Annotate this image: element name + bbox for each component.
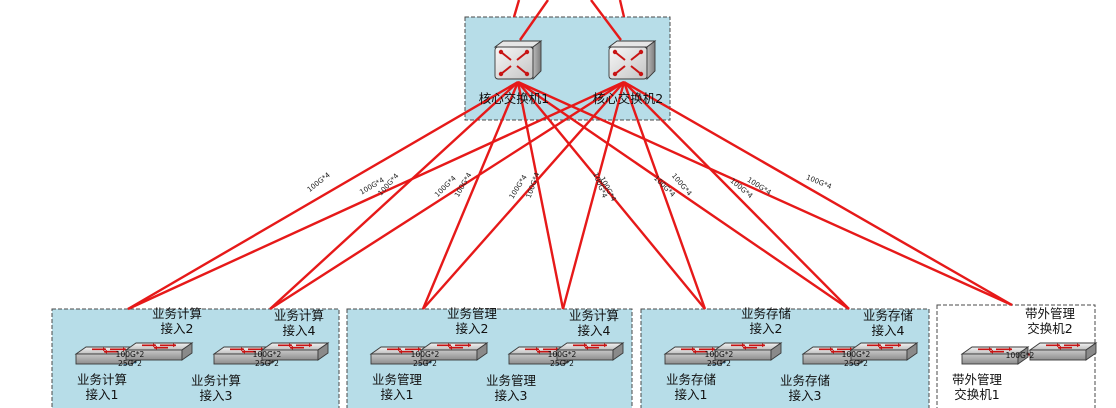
access-switch-4-icon: [849, 342, 919, 361]
access-2-label: 业务存储接入2: [741, 306, 791, 336]
oob-switch-1-label: 带外管理交换机1: [952, 372, 1003, 402]
stack-speed-top: 100G*2: [842, 350, 871, 359]
upstream-link-2: [519, 0, 549, 41]
access-switch-2-icon: [124, 342, 194, 361]
access-1-label: 业务计算接入1: [77, 372, 127, 402]
access-switch-4-icon: [260, 342, 330, 361]
uplink-lines: [123, 0, 1041, 366]
stack-speed-bottom: 25G*2: [118, 359, 142, 368]
switch-icons: [74, 40, 1098, 365]
uplink-core1-to-access-7: [517, 80, 1013, 307]
access-4-label: 业务计算接入4: [274, 308, 324, 338]
stack-speed-top: 100G*2: [411, 350, 440, 359]
uplink-core2-to-access-3: [422, 81, 625, 310]
core-switch-2-label: 核心交换机2: [593, 91, 663, 106]
access-3-label: 业务管理接入3: [486, 373, 537, 403]
uplink-core2-to-access-7: [623, 80, 1013, 307]
access-3-label: 业务存储接入3: [780, 373, 830, 403]
uplink-core1-to-access-3: [421, 81, 520, 310]
core-switch-1-icon: [493, 40, 543, 81]
access-1-label: 业务存储接入1: [666, 372, 716, 402]
stack-speed-bottom: 25G*2: [255, 359, 279, 368]
oob-speed-label: 100G*2: [1006, 351, 1035, 360]
stack-speed-top: 100G*2: [253, 350, 282, 359]
stack-speed-top: 100G*2: [705, 350, 734, 359]
access-2-label: 业务计算接入2: [152, 306, 202, 336]
access-4-label: 业务存储接入4: [863, 308, 913, 338]
stack-speed-top: 100G*2: [116, 350, 145, 359]
oob-switch-1-icon: [960, 346, 1030, 365]
core-switch-1-label: 核心交换机1: [479, 91, 549, 106]
uplink-core2-to-access-4: [561, 81, 626, 310]
access-4-label: 业务计算接入4: [569, 308, 619, 338]
core-switch-2-icon: [607, 40, 657, 81]
uplink-core1-to-access-1: [127, 80, 519, 311]
oob-switch-2-icon: [1028, 342, 1098, 361]
uplink-core1-to-access-2: [269, 81, 519, 310]
uplink-core2-to-access-5: [622, 81, 707, 310]
access-switch-4-icon: [555, 342, 625, 361]
access-3-label: 业务计算接入3: [191, 373, 241, 403]
stack-speed-bottom: 25G*2: [844, 359, 868, 368]
stack-speed-bottom: 25G*2: [707, 359, 731, 368]
uplink-core1-to-access-5: [517, 81, 706, 310]
uplink-core1-to-access-4: [516, 81, 565, 310]
upstream-link-4: [618, 0, 626, 18]
upstream-link-1: [512, 0, 521, 18]
oob-switch-2-label: 带外管理交换机2: [1025, 306, 1076, 336]
stack-speed-bottom: 25G*2: [413, 359, 437, 368]
upstream-link-3: [590, 0, 622, 41]
uplink-speed-label: 100G*4: [306, 171, 332, 194]
uplink-core2-to-access-1: [127, 80, 625, 311]
stack-speed-bottom: 25G*2: [550, 359, 574, 368]
access-switch-2-icon: [419, 342, 489, 361]
access-2-label: 业务管理接入2: [447, 306, 498, 336]
stack-speed-top: 100G*2: [548, 350, 577, 359]
uplink-core2-to-access-2: [269, 80, 625, 311]
access-1-label: 业务管理接入1: [372, 372, 423, 402]
uplink-core2-to-access-6: [623, 81, 850, 310]
access-switch-2-icon: [713, 342, 783, 361]
uplink-core1-to-access-6: [517, 81, 850, 310]
